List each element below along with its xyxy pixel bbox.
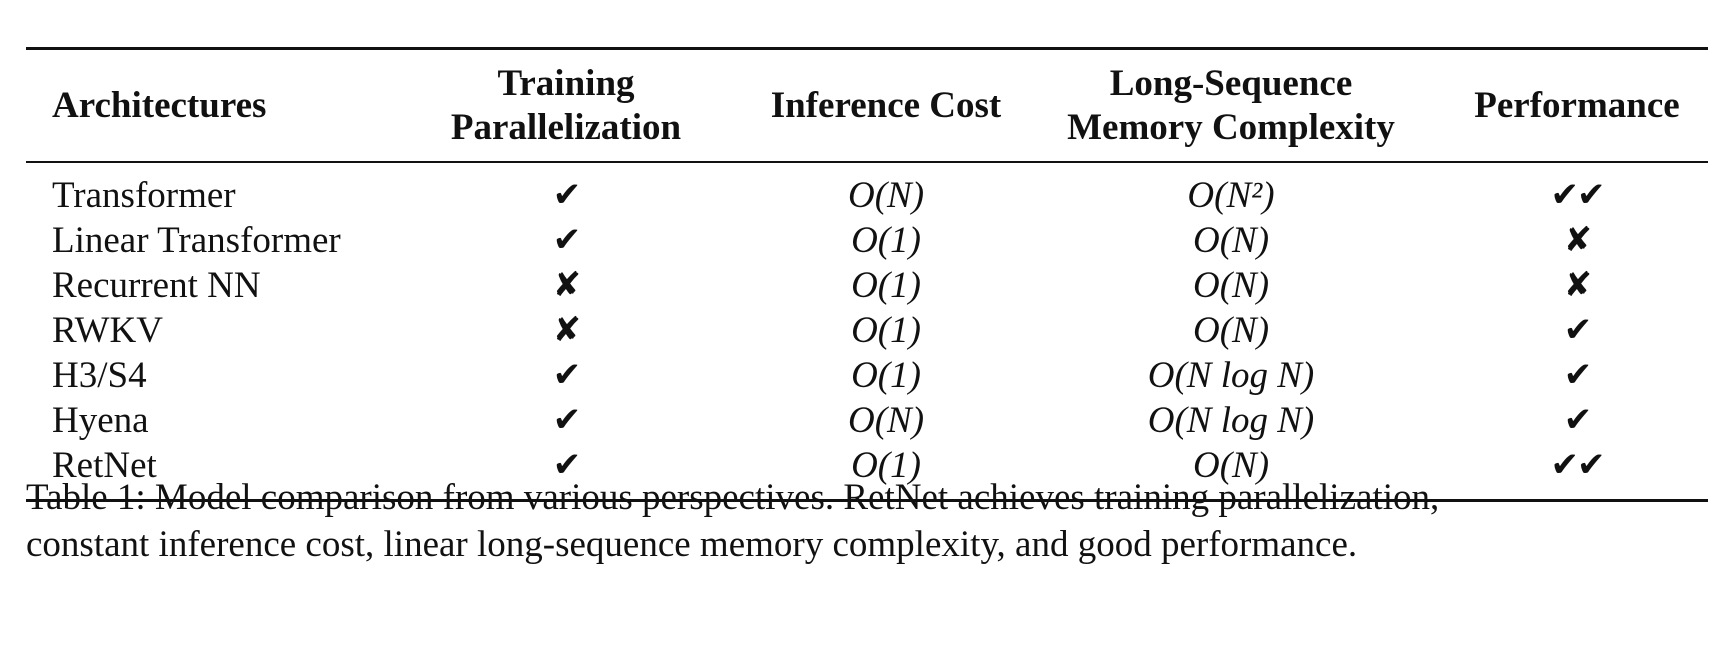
table-caption: Table 1: Model comparison from various p… (26, 474, 1716, 568)
table-row: Transformer ✔ O(N) O(N²) ✔✔ (26, 173, 1708, 218)
header-line: Training (497, 62, 635, 104)
performance-cell: ✔✔ (1550, 175, 1606, 215)
training-parallelization-cell: ✔ (552, 220, 582, 260)
inference-cost-cell: O(N) (847, 175, 925, 216)
memory-complexity-cell: O(N) (1192, 310, 1270, 351)
header-inference-cost: Inference Cost (736, 50, 1036, 161)
header-line: Architectures (52, 84, 267, 126)
header-performance: Performance (1446, 50, 1708, 161)
table-row: Hyena ✔ O(N) O(N log N) ✔ (26, 398, 1708, 443)
header-line: Performance (1474, 84, 1680, 126)
table-row: Linear Transformer ✔ O(1) O(N) ✘ (26, 218, 1708, 263)
inference-cost-cell: O(1) (851, 265, 921, 306)
table-top-rule (26, 47, 1708, 50)
architecture-cell: Recurrent NN (52, 265, 261, 306)
inference-cost-cell: O(1) (851, 445, 921, 486)
header-training-parallelization: Training Parallelization (406, 50, 726, 161)
performance-cell: ✔ (1563, 310, 1593, 350)
performance-cell: ✘ (1563, 220, 1593, 260)
header-line: Inference Cost (770, 84, 1002, 126)
header-architectures: Architectures (52, 50, 382, 161)
performance-cell: ✔ (1563, 400, 1593, 440)
architecture-cell: H3/S4 (52, 355, 147, 396)
performance-cell: ✔✔ (1550, 445, 1606, 485)
architecture-cell: Hyena (52, 400, 149, 441)
memory-complexity-cell: O(N log N) (1147, 355, 1315, 396)
memory-complexity-cell: O(N²) (1187, 175, 1275, 216)
memory-complexity-cell: O(N log N) (1147, 400, 1315, 441)
memory-complexity-cell: O(N) (1192, 220, 1270, 261)
table-header-rule (26, 161, 1708, 163)
table-body: Transformer ✔ O(N) O(N²) ✔✔ Linear Trans… (26, 173, 1708, 488)
architecture-cell: Linear Transformer (52, 220, 341, 261)
inference-cost-cell: O(1) (851, 355, 921, 396)
training-parallelization-cell: ✔ (552, 445, 582, 485)
architecture-cell: Transformer (52, 175, 236, 216)
memory-complexity-cell: O(N) (1192, 445, 1270, 486)
inference-cost-cell: O(1) (851, 220, 921, 261)
header-memory-complexity: Long-Sequence Memory Complexity (1031, 50, 1431, 161)
table-row: Recurrent NN ✘ O(1) O(N) ✘ (26, 263, 1708, 308)
inference-cost-cell: O(1) (851, 310, 921, 351)
caption-line: Table 1: Model comparison from various p… (26, 477, 1440, 518)
training-parallelization-cell: ✔ (552, 175, 582, 215)
table-row: H3/S4 ✔ O(1) O(N log N) ✔ (26, 353, 1708, 398)
training-parallelization-cell: ✔ (552, 400, 582, 440)
training-parallelization-cell: ✔ (552, 355, 582, 395)
training-parallelization-cell: ✘ (552, 265, 582, 305)
table-bottom-rule (26, 499, 1708, 502)
inference-cost-cell: O(N) (847, 400, 925, 441)
performance-cell: ✔ (1563, 355, 1593, 395)
table-row: RWKV ✘ O(1) O(N) ✔ (26, 308, 1708, 353)
header-line: Parallelization (450, 106, 682, 148)
header-line: Memory Complexity (1067, 106, 1395, 148)
architecture-cell: RetNet (52, 445, 157, 486)
architecture-cell: RWKV (52, 310, 163, 351)
performance-cell: ✘ (1563, 265, 1593, 305)
caption-line: constant inference cost, linear long-seq… (26, 524, 1358, 565)
table-row: RetNet ✔ O(1) O(N) ✔✔ (26, 443, 1708, 488)
training-parallelization-cell: ✘ (552, 310, 582, 350)
memory-complexity-cell: O(N) (1192, 265, 1270, 306)
header-line: Long-Sequence (1109, 62, 1353, 104)
